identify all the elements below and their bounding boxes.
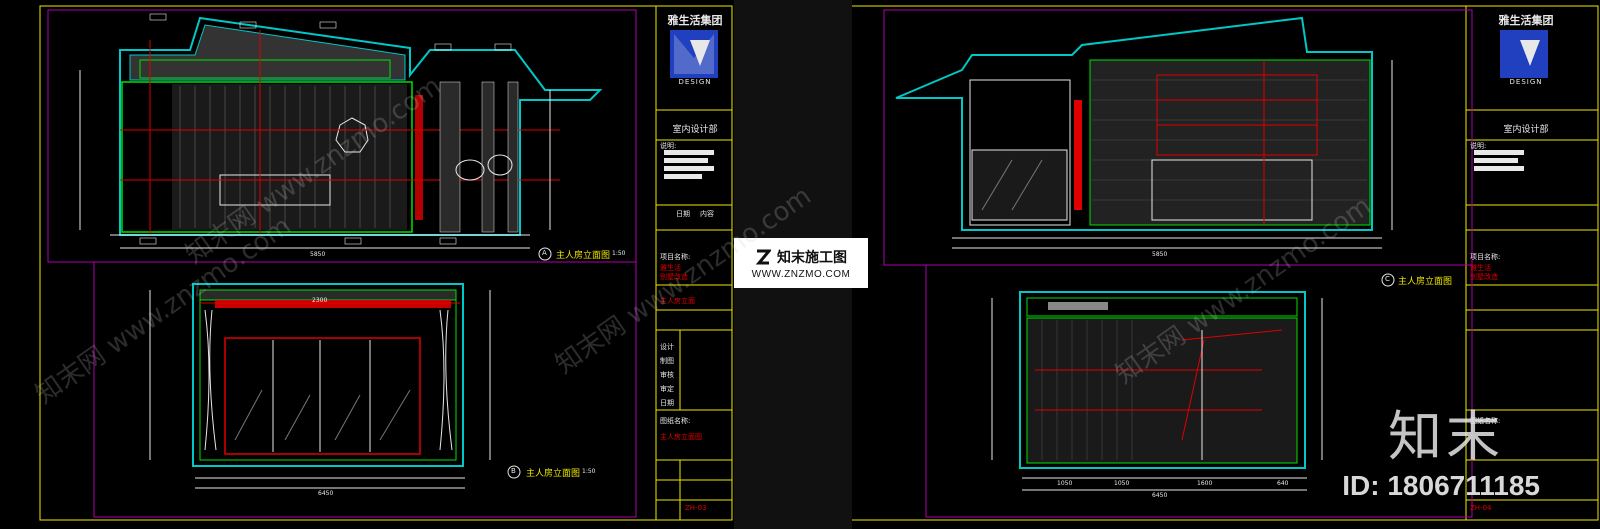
window-glazing (224, 337, 421, 455)
view-c-total-dim: 5850 (1152, 251, 1168, 258)
view-d-dim-2: 1050 (1114, 480, 1130, 487)
octagon-mirror (335, 117, 369, 153)
view-d-total-dim: 6450 (1152, 492, 1168, 499)
drawing-label: 图纸名称: (660, 417, 691, 425)
left-sheet-canvas (39, 5, 733, 521)
titleblock-frame (655, 5, 733, 521)
drawing-label: 图纸名称: (1470, 417, 1501, 425)
project-line-2: 别墅改造 (1470, 273, 1498, 281)
watermark-brand: 知末 (1388, 405, 1504, 468)
sheet-frame (39, 5, 733, 521)
view-d-dim-1: 1050 (1057, 480, 1073, 487)
role-5: 日期 (660, 399, 674, 407)
view-d-dim-4: 640 (1277, 480, 1289, 487)
drawing-sheet-right: 雅生活集团 DESIGN 室内设计部 说明: 项目名称: 雅生活 别墅改造 图纸… (852, 0, 1600, 529)
project-line-2: 别墅改造 (660, 273, 688, 281)
view-d-frame (925, 264, 1473, 518)
view-b-marker: B (511, 467, 516, 475)
company-name: 雅生活集团 (1498, 14, 1554, 27)
logo-design-text: DESIGN (1509, 78, 1543, 86)
company-logo (670, 30, 718, 78)
z-logo-icon (755, 249, 771, 265)
rev-content-label: 内容 (700, 210, 714, 218)
project-line-1: 雅生活 (1470, 264, 1491, 272)
company-logo (1500, 30, 1548, 78)
project-line-1: 雅生活 (660, 264, 681, 272)
role-1: 设计 (660, 343, 674, 351)
project-line-3: 主人房立面 (660, 297, 695, 305)
project-label: 项目名称: (1470, 253, 1501, 261)
role-2: 制图 (660, 357, 674, 365)
titleblock-frame (1465, 5, 1599, 521)
logo-design-text: DESIGN (678, 78, 712, 86)
notes-label: 说明: (1470, 142, 1487, 150)
view-c-marker: C (1385, 275, 1390, 283)
view-b-scale: 1:50 (582, 468, 596, 475)
notes-label: 说明: (660, 142, 677, 150)
headboard-wall (1089, 59, 1371, 226)
company-name: 雅生活集团 (667, 14, 723, 27)
watermark-id: ID: 1806711185 (1342, 470, 1540, 501)
view-b-section-outline (192, 283, 464, 467)
role-4: 审定 (660, 385, 674, 393)
logo-title: 知末施工图 (777, 249, 847, 266)
sheet-number: ZH-04 (1470, 504, 1492, 512)
view-c-section-outline (895, 16, 1373, 231)
view-d-section-outline (1019, 291, 1306, 469)
view-b-inner-dim: 2300 (312, 297, 328, 304)
project-label: 项目名称: (660, 253, 691, 261)
znzmo-logo-badge: 知末施工图 WWW.ZNZMO.COM (734, 238, 868, 288)
view-d-dim-3: 1600 (1197, 480, 1213, 487)
view-a-section-outline (119, 16, 603, 236)
dept-name: 室内设计部 (1503, 125, 1549, 135)
rev-date-label: 日期 (676, 210, 690, 218)
view-a-marker: A (542, 249, 547, 257)
view-a-title: 主人房立面图 (556, 251, 611, 261)
view-c-title: 主人房立面图 (1398, 277, 1453, 287)
drawing-name: 主人房立面图 (660, 433, 702, 441)
dept-name: 室内设计部 (672, 125, 718, 135)
view-b-title: 主人房立面图 (526, 469, 581, 479)
logo-url: WWW.ZNZMO.COM (751, 268, 851, 280)
sheet-number: ZH-03 (685, 504, 707, 512)
wall-panel-pattern (179, 86, 391, 228)
view-a-total-dim: 5850 (310, 251, 326, 258)
drawing-sheet-left: 雅生活集团 DESIGN 室内设计部 说明: 日期 内容 项目名称: 雅生活 别… (0, 0, 734, 529)
view-b-frame (93, 261, 637, 518)
role-3: 审核 (660, 371, 674, 379)
right-sheet-canvas (852, 5, 1599, 521)
view-b-total-dim: 6450 (318, 490, 334, 497)
view-a-scale: 1:50 (612, 250, 626, 257)
